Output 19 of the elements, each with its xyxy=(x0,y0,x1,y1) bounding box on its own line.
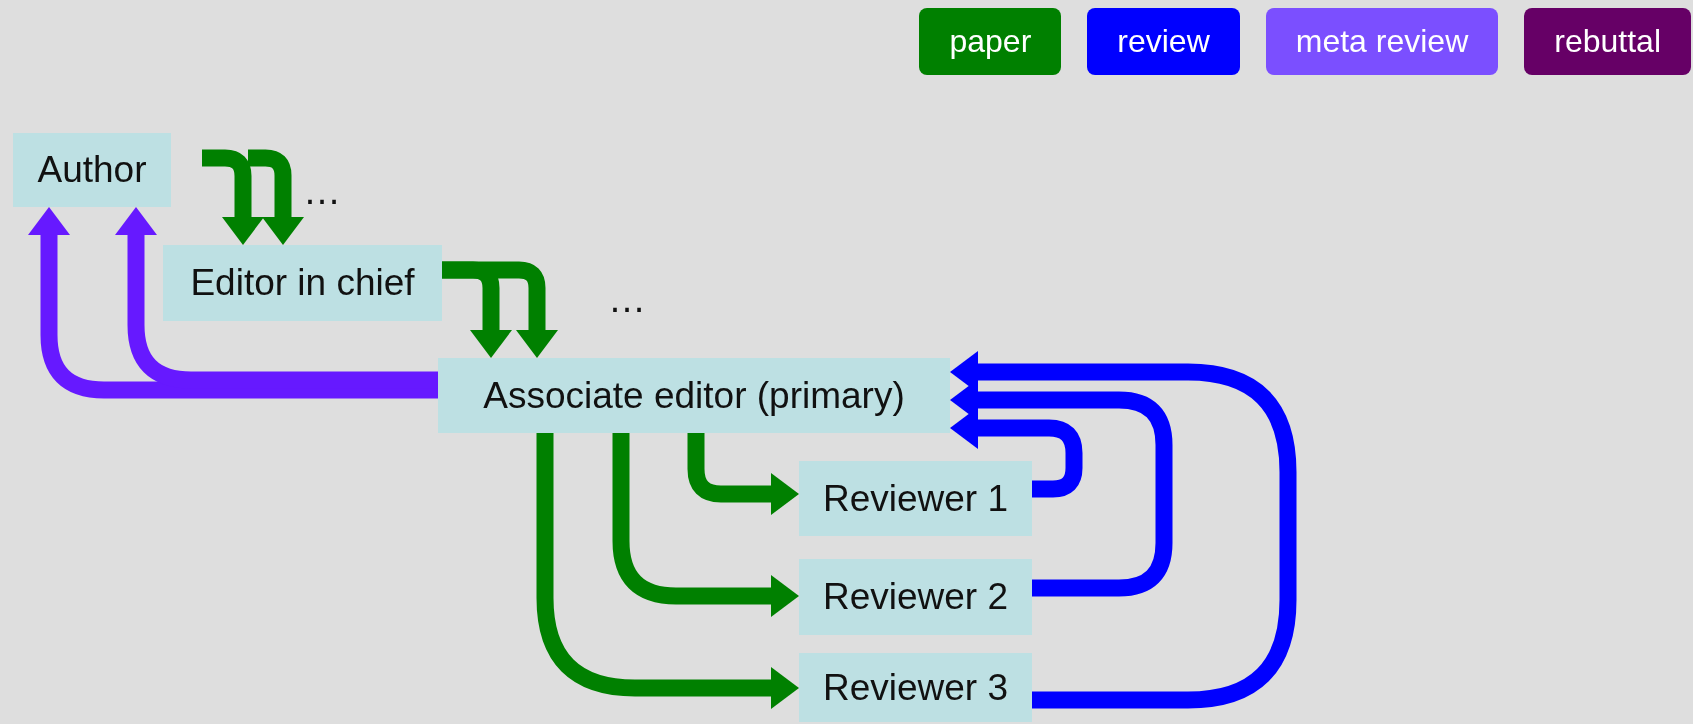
role-box: Reviewer 1 xyxy=(799,461,1032,536)
role-box: Editor in chief xyxy=(163,245,442,321)
role-box: Associate editor (primary) xyxy=(438,358,950,433)
role-box: Author xyxy=(13,133,171,207)
arrow xyxy=(28,207,438,399)
arrow xyxy=(248,149,304,245)
legend-key: review xyxy=(1087,8,1240,75)
role-box: Reviewer 2 xyxy=(799,559,1032,635)
legend-key: meta review xyxy=(1265,8,1499,75)
role-box: Reviewer 3 xyxy=(799,653,1032,722)
ellipsis-text: … xyxy=(303,170,341,213)
legend-key: paper xyxy=(919,8,1062,75)
arrow xyxy=(612,433,799,617)
arrow xyxy=(950,351,1297,709)
ellipsis-text: … xyxy=(608,278,646,321)
legend-key: rebuttal xyxy=(1524,8,1691,75)
arrow xyxy=(202,149,264,245)
arrow xyxy=(536,433,799,709)
arrow xyxy=(442,261,558,358)
